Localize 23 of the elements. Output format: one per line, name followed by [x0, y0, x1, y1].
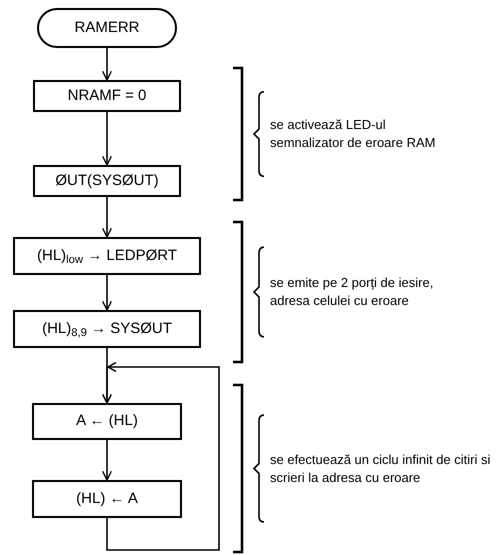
flow-arrow — [102, 362, 220, 551]
note-text: se emite pe 2 porți de iesire, adresa celulei cu eroare — [270, 274, 434, 310]
process-box — [13, 310, 201, 348]
box-text: (HL)$_{low}$ → LEDPØRT — [37, 246, 177, 268]
process-box — [13, 237, 201, 275]
note-text: se activează LED-ul semnalizator de eroare RAM — [270, 116, 436, 152]
box-text: NRAMF = 0 — [68, 86, 146, 106]
box-text: ØUT(SYSØUT) — [55, 170, 159, 191]
process-box — [32, 480, 182, 518]
process-box — [33, 165, 181, 197]
flow-arrow — [102, 112, 112, 166]
flow-arrow — [102, 197, 112, 238]
flow-arrow — [102, 440, 112, 481]
flow-arrow — [102, 48, 112, 81]
box-text: (HL) ← A — [76, 488, 138, 509]
box-text: A ← (HL) — [76, 411, 138, 432]
process-box — [33, 80, 181, 112]
process-box — [32, 403, 182, 440]
note-text: se efectuează un ciclu infinit de citiri si scrieri la adresa cu eroare — [270, 450, 492, 486]
flow-arrow — [102, 275, 112, 311]
box-text: (HL)$_{8,9}$ → SYSØUT — [42, 318, 172, 340]
terminal-box — [37, 8, 177, 48]
box-text: RAMERR — [74, 18, 140, 38]
